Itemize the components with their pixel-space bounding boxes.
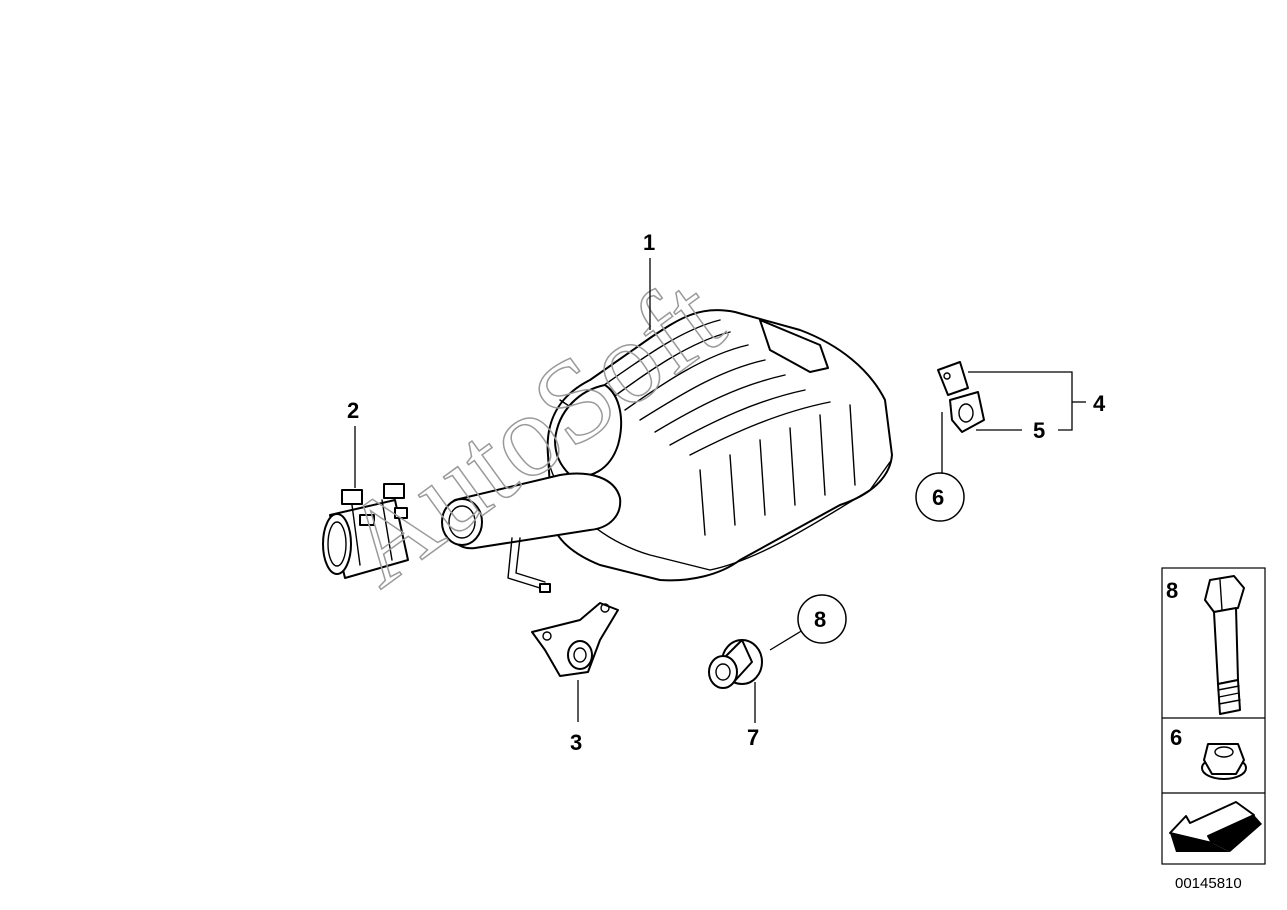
rubber-mount [708, 639, 763, 689]
callout-3: 3 [570, 730, 582, 755]
exhaust-clamp [322, 483, 409, 579]
legend-label-6: 6 [1170, 725, 1182, 750]
leader-lines [354, 258, 1086, 723]
callout-5: 5 [1033, 418, 1045, 443]
callout-2: 2 [347, 398, 359, 423]
muffler-bracket [531, 602, 619, 677]
callout-6-circle [915, 472, 965, 522]
direction-arrow-icon [1169, 801, 1262, 852]
hardware-legend: 8 6 [1161, 567, 1266, 865]
callout-6: 6 [932, 485, 944, 510]
diagram-number: 00145810 [1175, 875, 1242, 892]
callout-1: 1 [643, 230, 655, 255]
callout-8-circle [797, 594, 847, 644]
legend-label-8: 8 [1166, 578, 1178, 603]
rear-muffler [441, 309, 893, 593]
hanger-mount [937, 361, 985, 433]
nut-icon [1201, 743, 1247, 780]
callout-8: 8 [814, 607, 826, 632]
callout-7: 7 [747, 725, 759, 750]
bolt-icon [1204, 575, 1245, 715]
callout-4: 4 [1093, 391, 1106, 416]
